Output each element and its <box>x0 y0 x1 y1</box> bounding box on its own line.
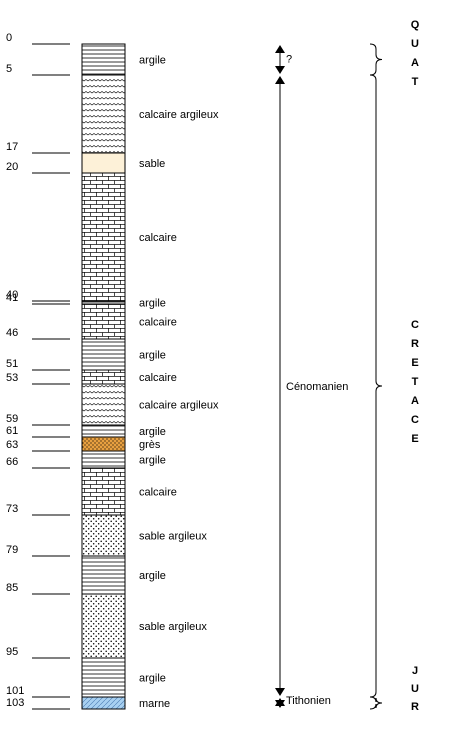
layer-14-argile <box>81 555 126 595</box>
stage-arrowhead-top-0 <box>275 45 285 53</box>
layer-5-calcaire <box>81 303 126 340</box>
era-brace-1 <box>369 74 383 698</box>
layer-9-argile <box>81 424 126 438</box>
layer-label-0: argile <box>139 55 166 67</box>
depth-label-2: 17 <box>6 141 18 153</box>
layer-label-4: argile <box>139 298 166 310</box>
layer-label-9: argile <box>139 426 166 438</box>
layer-6-argile <box>81 338 126 371</box>
depth-label-5: 41 <box>6 292 18 304</box>
depth-label-4: 40 <box>6 289 18 301</box>
layer-15-sable-argileux <box>81 593 126 659</box>
depth-label-7: 51 <box>6 358 18 370</box>
layer-label-7: calcaire <box>139 372 177 384</box>
layer-label-6: argile <box>139 350 166 362</box>
layer-label-5: calcaire <box>139 317 177 329</box>
depth-label-1: 5 <box>6 63 12 75</box>
stage-name-1: Cénomanien <box>286 381 348 393</box>
era-brace-2 <box>369 696 383 710</box>
depth-label-15: 85 <box>6 582 18 594</box>
depth-label-18: 103 <box>6 697 24 709</box>
layer-8-calc-argileux <box>81 383 126 426</box>
era-1-letter-0: C <box>411 319 419 331</box>
layer-1-calc-argileux <box>81 74 126 154</box>
era-1-letter-4: A <box>411 395 419 407</box>
depth-label-17: 101 <box>6 685 24 697</box>
lithology-column <box>81 43 126 710</box>
lithology-labels: argile calcaire argileux sable calcaire argi… <box>139 55 219 711</box>
layer-3-calcaire <box>81 172 126 302</box>
stage-arrowhead-bottom-1 <box>275 688 285 696</box>
era-0-letter-2: A <box>411 57 419 69</box>
layer-label-2: sable <box>139 158 165 170</box>
stage-arrowhead-bottom-0 <box>275 66 285 74</box>
depth-label-14: 79 <box>6 544 18 556</box>
layer-label-13: sable argileux <box>139 531 207 543</box>
depth-label-10: 61 <box>6 425 18 437</box>
depth-label-8: 53 <box>6 372 18 384</box>
layer-label-10: grès <box>139 439 161 451</box>
layer-11-argile <box>81 450 126 469</box>
era-2-letter-1: U <box>411 683 419 695</box>
stage-uncertain-label-0: ? <box>286 54 292 66</box>
era-1-letter-5: C <box>411 414 419 426</box>
layer-16-argile <box>81 657 126 698</box>
layer-2-sable <box>81 152 126 174</box>
era-0-letter-0: Q <box>411 19 420 31</box>
era-0-letter-3: T <box>412 76 419 88</box>
layer-label-17: marne <box>139 698 170 710</box>
era-1-letter-1: R <box>411 338 419 350</box>
layer-label-3: calcaire <box>139 232 177 244</box>
era-braces <box>369 43 383 710</box>
depth-label-16: 95 <box>6 646 18 658</box>
era-2-letter-2: R <box>411 701 419 713</box>
stage-arrowhead-bottom-2 <box>275 700 285 708</box>
era-1-letter-2: E <box>411 357 418 369</box>
layer-17-marne <box>81 696 126 710</box>
layer-label-15: sable argileux <box>139 621 207 633</box>
stage-arrowhead-top-1 <box>275 76 285 84</box>
layer-10-gres <box>81 436 126 452</box>
stage-name-2: Tithonien <box>286 695 331 707</box>
layer-label-16: argile <box>139 673 166 685</box>
layer-0-argile <box>81 43 126 76</box>
layer-12-calcaire <box>81 467 126 516</box>
depth-label-9: 59 <box>6 413 18 425</box>
era-0-letter-1: U <box>411 38 419 50</box>
layer-label-11: argile <box>139 455 166 467</box>
era-brace-0 <box>369 43 383 76</box>
layer-13-sable-argileux <box>81 514 126 557</box>
layer-label-14: argile <box>139 570 166 582</box>
layer-7-calcaire <box>81 369 126 385</box>
era-2-letter-0: J <box>412 665 418 677</box>
depth-label-11: 63 <box>6 439 18 451</box>
layer-label-1: calcaire argileux <box>139 109 219 121</box>
depth-label-0: 0 <box>6 32 12 44</box>
depth-label-13: 73 <box>6 503 18 515</box>
era-1-letter-6: E <box>411 433 418 445</box>
layer-label-12: calcaire <box>139 487 177 499</box>
depth-label-6: 46 <box>6 327 18 339</box>
era-1-letter-3: T <box>412 376 419 388</box>
depth-label-3: 20 <box>6 161 18 173</box>
depth-label-12: 66 <box>6 456 18 468</box>
layer-label-8: calcaire argileux <box>139 400 219 412</box>
